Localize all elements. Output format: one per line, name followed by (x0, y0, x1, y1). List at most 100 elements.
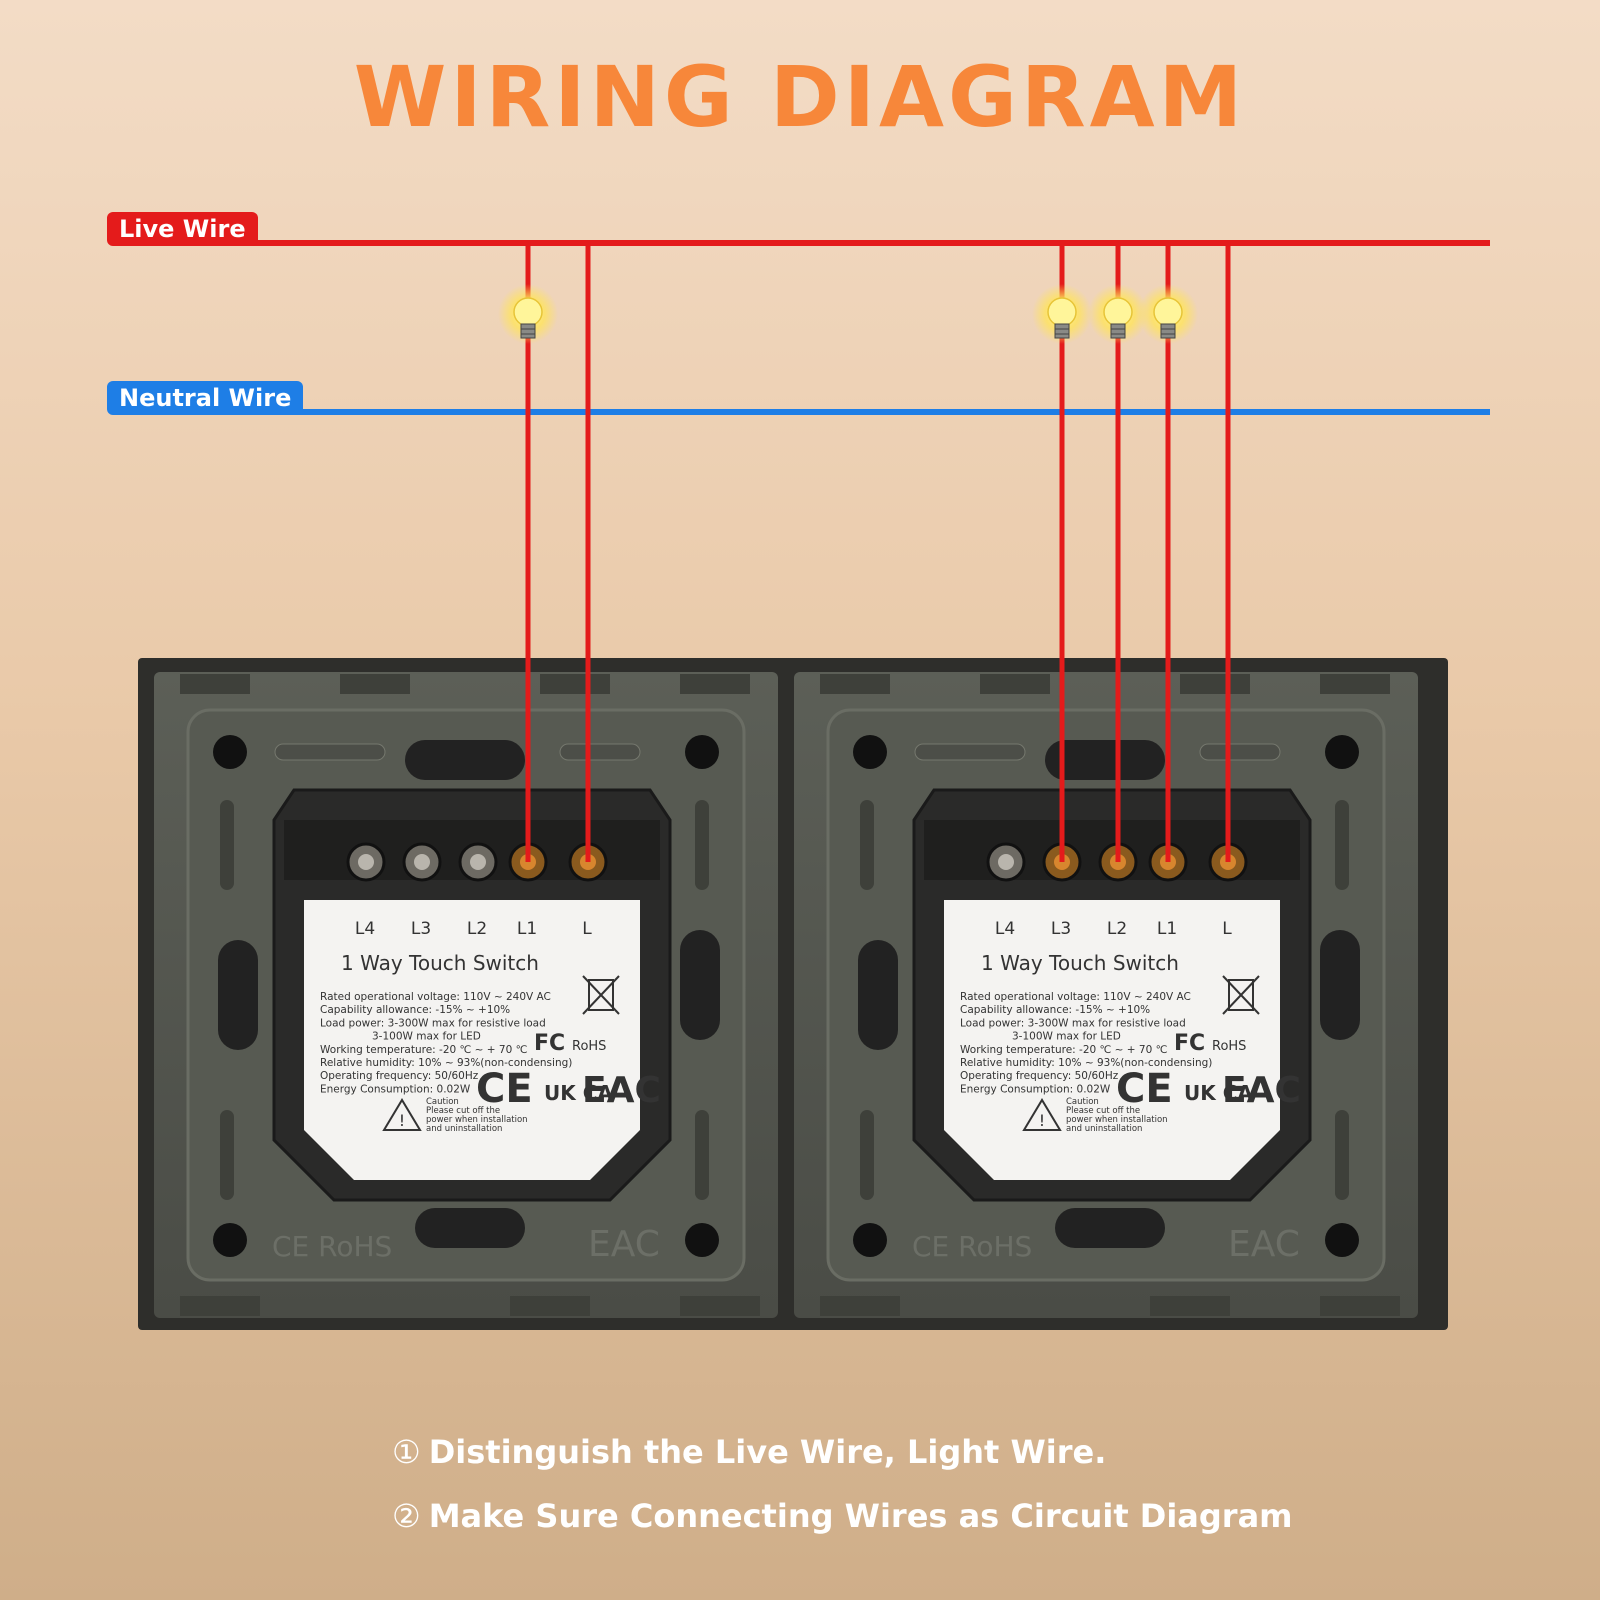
screw-hole (1325, 735, 1359, 769)
model-name: 1 Way Touch Switch (981, 951, 1179, 975)
screw-hole (853, 735, 887, 769)
side-slot (218, 940, 258, 1050)
spec-line: Working temperature: -20 ℃ ~ + 70 ℃ (320, 1044, 527, 1056)
bulb-base (1160, 323, 1176, 339)
frame-notch (820, 1296, 900, 1316)
terminal-label: L1 (517, 919, 537, 939)
side-slot (1335, 800, 1349, 890)
terminal-label: L4 (995, 919, 1015, 939)
frame-notch (820, 674, 890, 694)
spec-line: Energy Consumption: 0.02W (960, 1083, 1111, 1095)
spec-line: Load power: 3-300W max for resistive loa… (320, 1017, 546, 1029)
weee-bin-icon (588, 979, 614, 1011)
side-slot (695, 1110, 709, 1200)
terminal-label: L (1222, 919, 1232, 939)
spec-line: Load power: 3-300W max for resistive loa… (960, 1017, 1186, 1029)
frame-notch (510, 1296, 590, 1316)
warning-icon (382, 1098, 422, 1131)
step-text: Distinguish the Live Wire, Light Wire. (428, 1433, 1107, 1471)
bulb-glass (513, 297, 543, 327)
warning-icon-mark: ! (1039, 1111, 1045, 1130)
back-mark-ce-rohs: CE RoHS (272, 1230, 392, 1263)
bulb-glass (1153, 297, 1183, 327)
terminal-label: L2 (467, 919, 487, 939)
spec-label (304, 900, 640, 1180)
step-number: ① (392, 1433, 421, 1471)
spec-line: 3-100W max for LED (1012, 1031, 1121, 1043)
mount-slot (405, 740, 525, 780)
eac-mark: EAC (582, 1070, 661, 1111)
spec-label (944, 900, 1280, 1180)
terminal-label: L (582, 919, 592, 939)
side-slot (860, 800, 874, 890)
side-slot (680, 930, 720, 1040)
spec-line: Operating frequency: 50/60Hz (320, 1070, 479, 1082)
weee-cross-line (1222, 975, 1260, 1015)
spec-line: Relative humidity: 10% ~ 93%(non-condens… (960, 1057, 1212, 1069)
side-slot (695, 800, 709, 890)
screw-hole (685, 735, 719, 769)
light-bulb-icon (498, 284, 558, 344)
light-bulb-icon (1032, 284, 1092, 344)
back-mark-ce-rohs: CE RoHS (912, 1230, 1032, 1263)
frame-notch (1150, 1296, 1230, 1316)
ukca-mark: UK CA (544, 1081, 613, 1105)
terminal-screw-center (470, 854, 486, 870)
mount-slot (1045, 740, 1165, 780)
mount-slot (914, 743, 1026, 761)
terminal-label: L4 (355, 919, 375, 939)
weee-bin-icon (1228, 979, 1254, 1011)
mount-slot (415, 1208, 525, 1248)
screw-hole (853, 1223, 887, 1257)
frame-notch (540, 674, 610, 694)
frame-notch (680, 1296, 760, 1316)
spec-line: Operating frequency: 50/60Hz (960, 1070, 1119, 1082)
side-slot (220, 800, 234, 890)
spec-line: Capability allowance: -15% ~ +10% (320, 1004, 510, 1016)
screw-hole (1325, 1223, 1359, 1257)
mount-slot (559, 743, 641, 761)
lamps-layer (498, 284, 1198, 344)
side-slot (1335, 1110, 1349, 1200)
fcc-mark: FC (1174, 1031, 1205, 1056)
terminal-screw-center (414, 854, 430, 870)
frame-notch (1320, 674, 1390, 694)
caution-text: Please cut off the (1066, 1106, 1140, 1116)
screw-hole (213, 1223, 247, 1257)
frame-notch (680, 674, 750, 694)
warning-icon (1022, 1098, 1062, 1131)
caution-text: Please cut off the (426, 1106, 500, 1116)
caution-text: Caution (1066, 1097, 1099, 1107)
mount-slot (1055, 1208, 1165, 1248)
caution-text: power when installation (426, 1115, 528, 1125)
bulb-glass (1047, 297, 1077, 327)
frame-notch (980, 674, 1050, 694)
frame-notch (180, 674, 250, 694)
spec-line: Working temperature: -20 ℃ ~ + 70 ℃ (960, 1044, 1167, 1056)
spec-line: 3-100W max for LED (372, 1031, 481, 1043)
frame-notch (1320, 1296, 1400, 1316)
wires-layer (230, 240, 1490, 862)
caution-text: and uninstallation (426, 1124, 502, 1134)
warning-icon-mark: ! (399, 1111, 405, 1130)
bulb-base (1110, 323, 1126, 339)
step-number: ② (392, 1497, 421, 1535)
side-slot (220, 1110, 234, 1200)
frame-notch (180, 1296, 260, 1316)
spec-line: Relative humidity: 10% ~ 93%(non-condens… (320, 1057, 572, 1069)
back-mark-eac: EAC (1228, 1224, 1300, 1265)
mount-slot (274, 743, 386, 761)
fcc-mark: FC (534, 1031, 565, 1056)
frame-notch (1180, 674, 1250, 694)
bulb-glass (1103, 297, 1133, 327)
model-name: 1 Way Touch Switch (341, 951, 539, 975)
mount-slot (1199, 743, 1281, 761)
terminal-label: L1 (1157, 919, 1177, 939)
screw-hole (213, 735, 247, 769)
